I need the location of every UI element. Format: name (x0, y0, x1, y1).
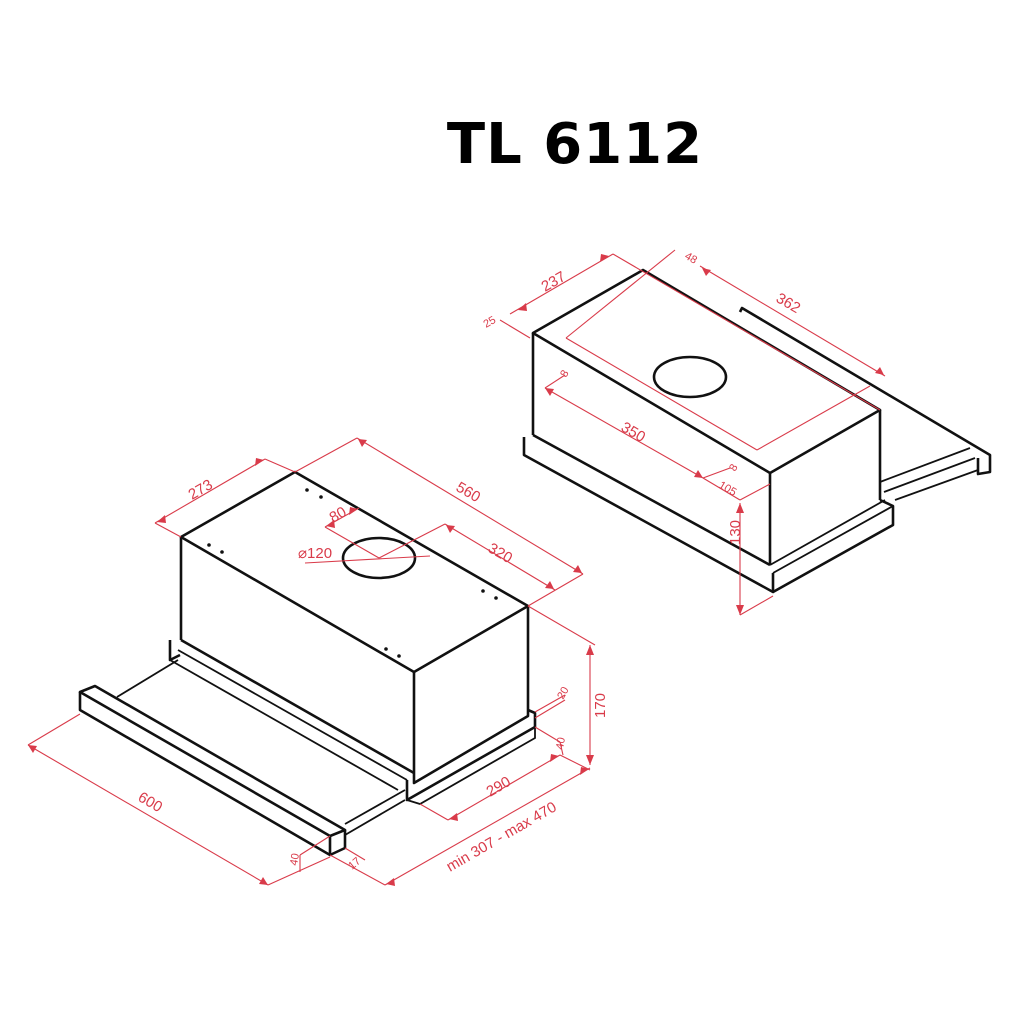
dim-48: 48 (683, 250, 700, 267)
dim-350: 350 (618, 419, 648, 446)
dim-273: 273 (186, 476, 216, 503)
dim-40-front: 40 (288, 852, 302, 866)
dim-25: 25 (482, 314, 499, 331)
dim-130: 130 (727, 520, 744, 545)
rear-view-hood (522, 268, 992, 594)
dim-8-left: 8 (558, 368, 571, 379)
front-view-dimensions: 273 560 80 ⌀120 320 170 20 (27, 437, 609, 886)
dim-362: 362 (773, 290, 803, 317)
dim-20: 20 (555, 685, 572, 702)
dim-600: 600 (135, 789, 165, 816)
dim-extension: min 307 - max 470 (444, 799, 560, 876)
dim-560: 560 (453, 479, 483, 506)
dim-105: 105 (717, 479, 739, 499)
dim-40-slider: 40 (554, 736, 568, 750)
model-title: TL 6112 (446, 112, 704, 177)
dim-8-right: 8 (727, 462, 740, 473)
rear-view-dimensions: 237 25 48 362 350 8 8 105 130 (482, 249, 886, 616)
dim-80: 80 (327, 503, 350, 526)
dim-237: 237 (539, 268, 569, 295)
dim-170: 170 (592, 693, 609, 718)
dim-diameter-120: ⌀120 (298, 545, 332, 562)
